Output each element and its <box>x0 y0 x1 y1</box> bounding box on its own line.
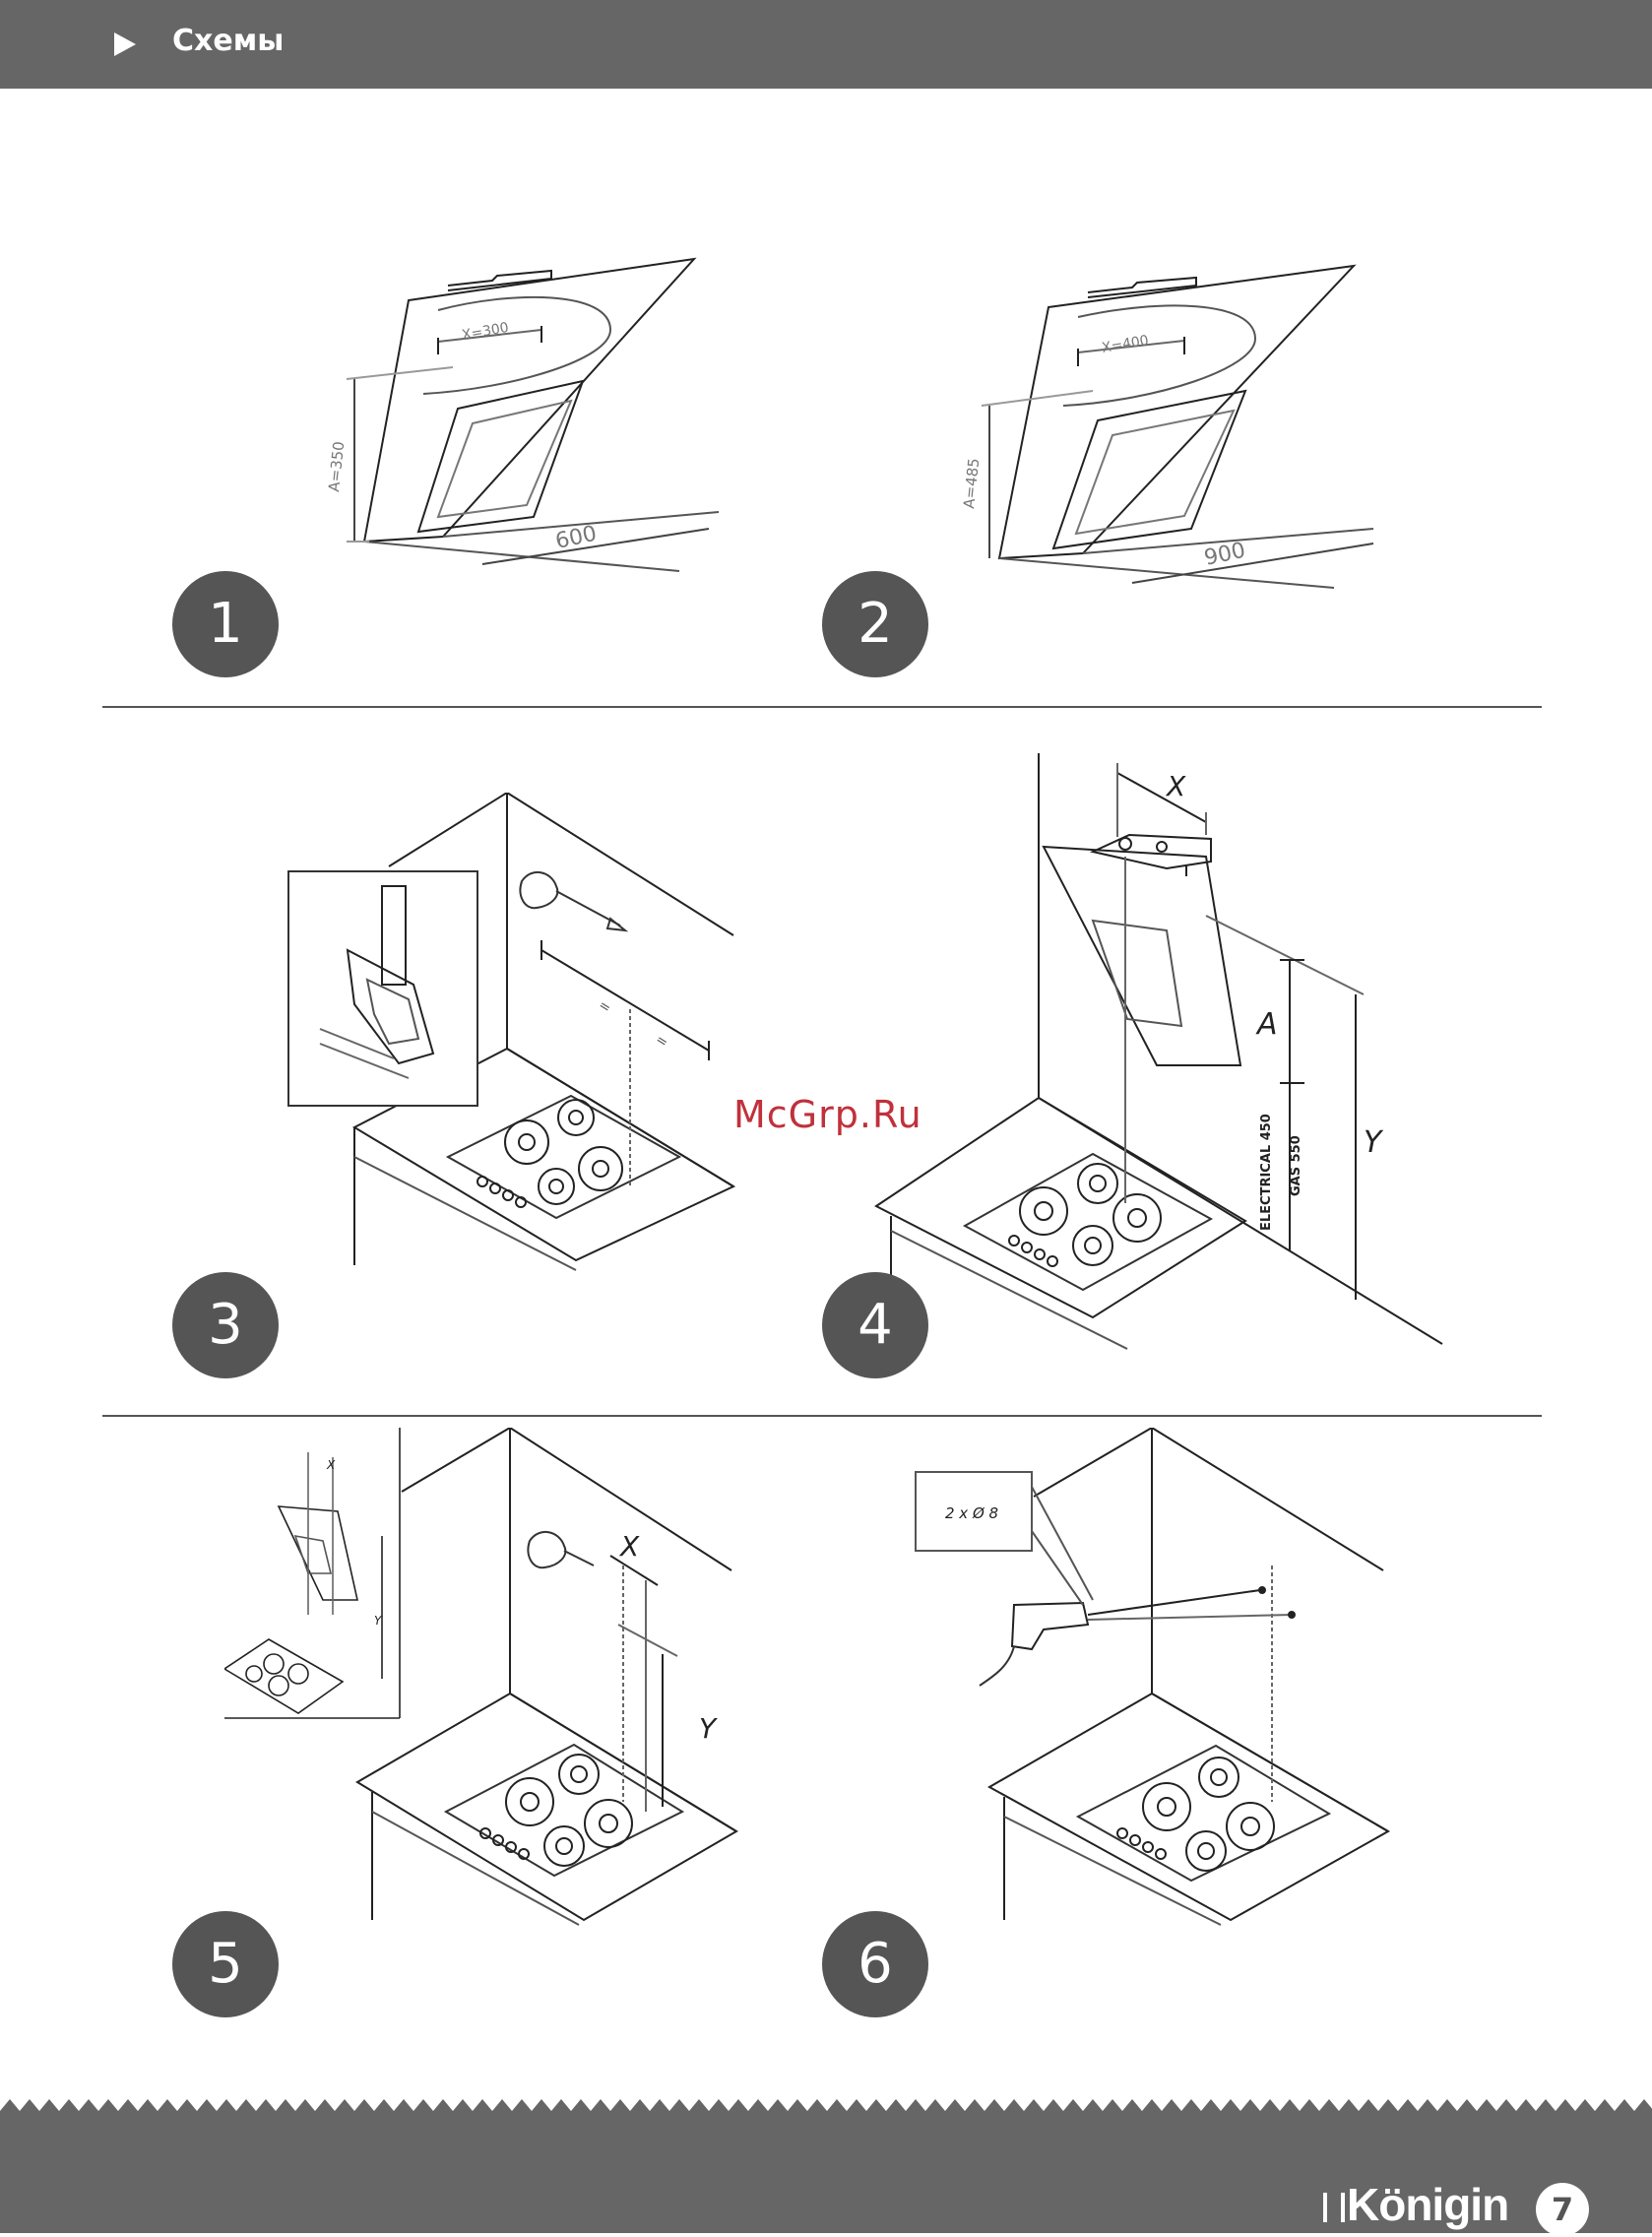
section-divider <box>102 1415 1542 1417</box>
section-divider <box>102 706 1542 708</box>
dim-x-label: X=400 <box>1101 333 1150 356</box>
label-y: Y <box>1364 1125 1384 1160</box>
figure-4-mounting-heights: X A Y ELECTRICAL 450 GAS 550 <box>871 748 1452 1359</box>
label-x: X <box>1165 770 1186 802</box>
dim-a-label: A=350 <box>325 440 348 492</box>
label-x: X <box>618 1530 640 1563</box>
equal-mark-left: = <box>596 997 613 1017</box>
brand-logo: Königin <box>1323 2178 1508 2231</box>
inset-label-x: X <box>326 1458 336 1472</box>
figure-number-badge: 3 <box>172 1272 279 1378</box>
gas-height-label: GAS 550 <box>1289 1135 1303 1196</box>
figure-1-hood-600: X=300 A=350 600 <box>325 251 738 586</box>
figure-number-badge: 2 <box>822 571 928 677</box>
crown-icon <box>1323 2193 1345 2222</box>
figure-number-badge: 4 <box>822 1272 928 1378</box>
figure-5-marking-x-y: X Y X Y <box>224 1428 746 1930</box>
watermark: McGrp.Ru <box>733 1093 922 1136</box>
dim-x-label: X=300 <box>461 320 510 344</box>
brand-name: Königin <box>1347 2179 1508 2230</box>
equal-mark-right: = <box>653 1032 670 1052</box>
label-a: A <box>1255 1007 1278 1042</box>
dim-a-label: A=485 <box>960 457 983 509</box>
label-y: Y <box>699 1712 718 1745</box>
figure-number-badge: 6 <box>822 1911 928 2017</box>
figure-2-hood-900: X=400 A=485 900 <box>960 258 1393 603</box>
figure-3-wall-marking: = = <box>281 793 743 1275</box>
page-number: 7 <box>1536 2183 1589 2236</box>
drill-size-callout: 2 x Ø 8 <box>945 1504 998 1522</box>
section-header: Схемы <box>0 0 1652 89</box>
section-title: Схемы <box>172 24 284 58</box>
figure-number-badge: 1 <box>172 571 279 677</box>
figure-number-badge: 5 <box>172 1911 279 2017</box>
play-icon <box>114 32 136 56</box>
figure-6-drilling: 2 x Ø 8 <box>906 1428 1398 1930</box>
electrical-height-label: ELECTRICAL 450 <box>1259 1114 1274 1231</box>
